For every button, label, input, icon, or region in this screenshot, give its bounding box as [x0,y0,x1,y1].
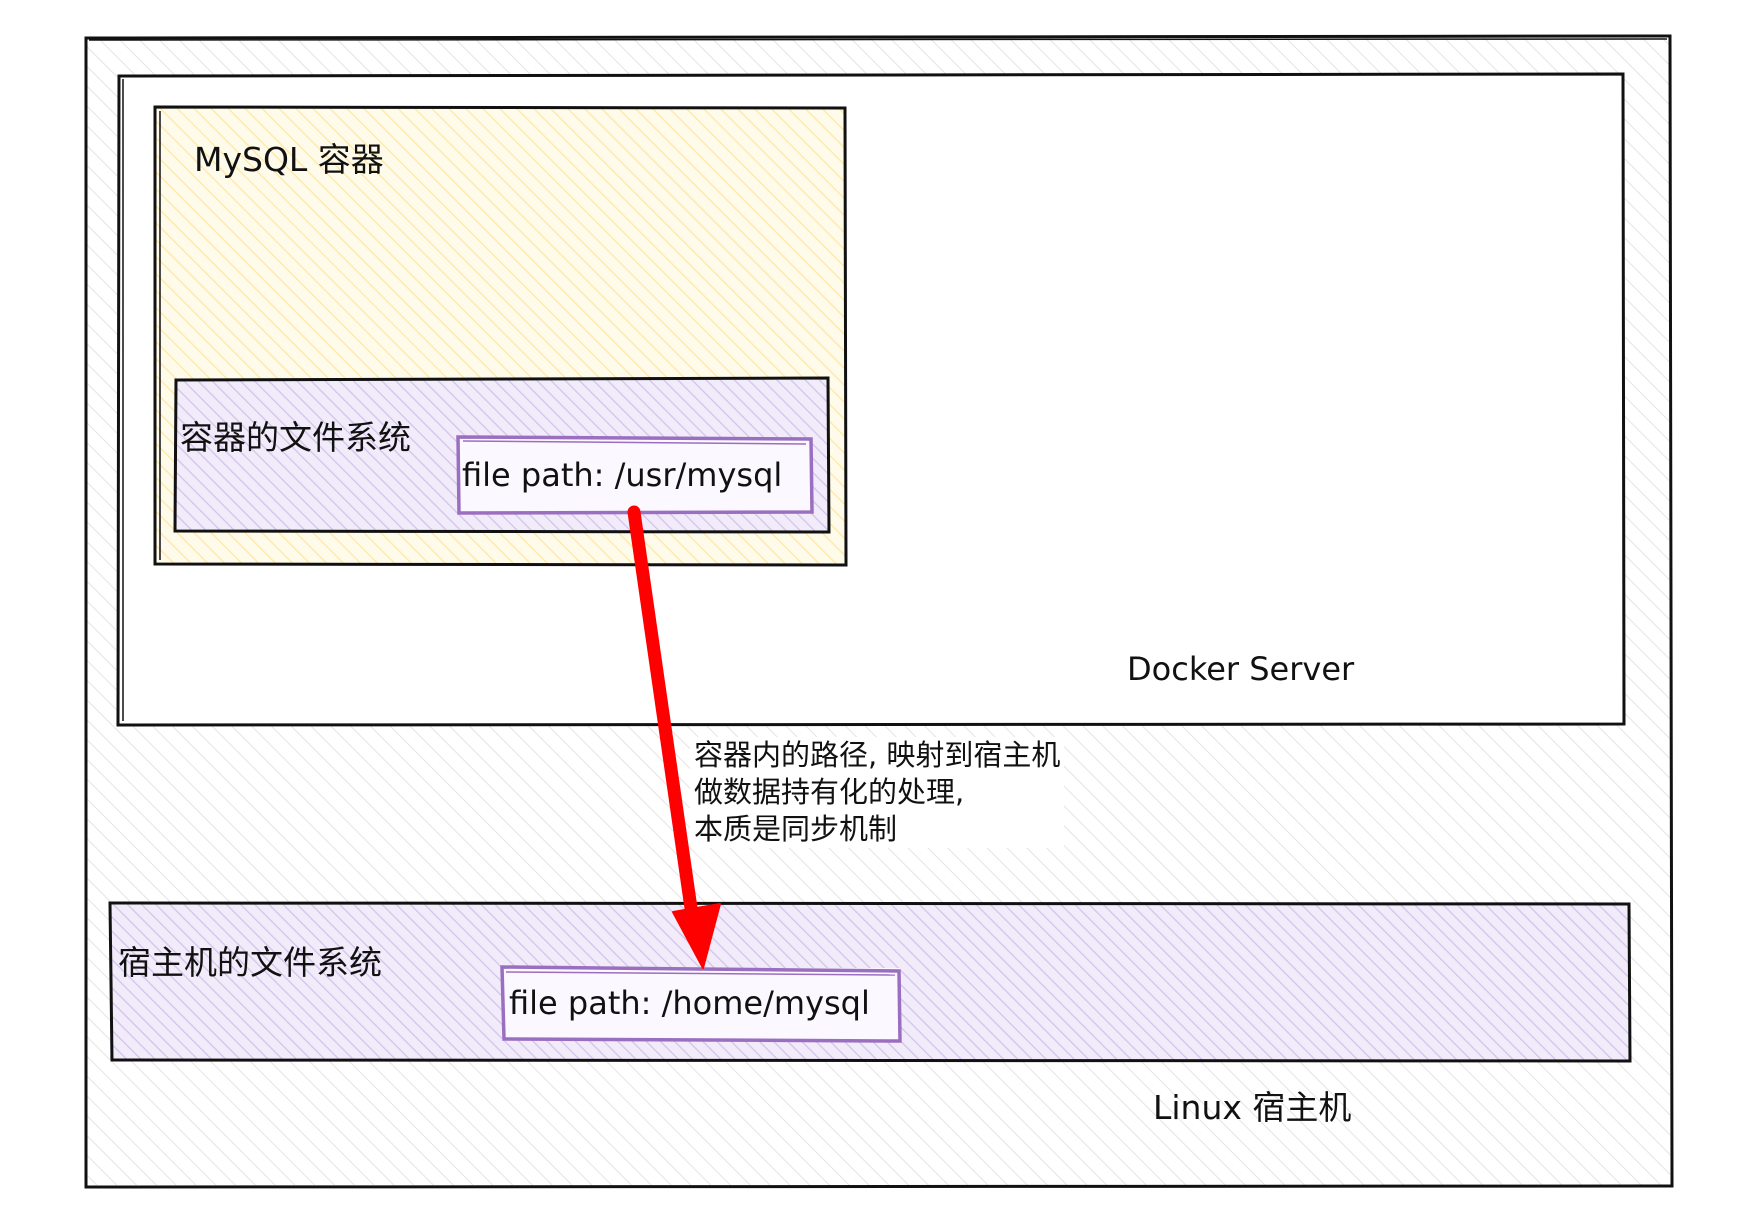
annotation-line-3: 本质是同步机制 [694,812,898,846]
mapping-arrow [627,505,721,969]
host-path-label: file path: /home/mysql [509,984,870,1022]
docker-server-label: Docker Server [1127,650,1355,688]
mysql-container-label: MySQL 容器 [194,140,384,179]
mapping-annotation: 容器内的路径, 映射到宿主机 做数据持有化的处理, 本质是同步机制 [690,737,1065,848]
container-path-label: file path: /usr/mysql [462,456,783,494]
annotation-line-2: 做数据持有化的处理, [694,775,965,809]
host-filesystem-label: 宿主机的文件系统 [118,943,382,982]
container-filesystem-label: 容器的文件系统 [180,418,411,457]
container-path-box [456,435,814,515]
annotation-line-1: 容器内的路径, 映射到宿主机 [694,738,1061,772]
host-path-box [500,965,902,1043]
linux-host-label: Linux 宿主机 [1153,1088,1352,1127]
